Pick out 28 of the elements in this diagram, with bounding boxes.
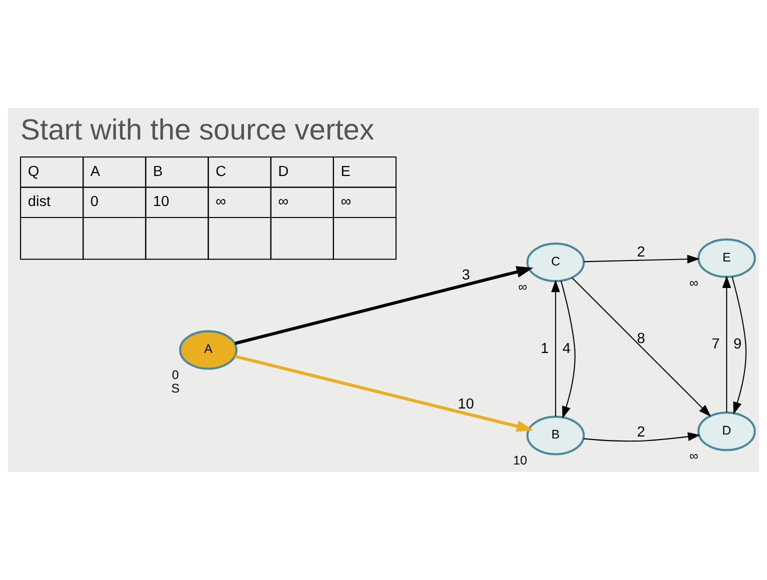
label: dist [28, 194, 51, 210]
diagram-title: Start with the source vertex [20, 114, 374, 147]
edge-label: 1 [540, 340, 549, 357]
edge-label: 8 [637, 330, 646, 347]
node-label: ∞ [689, 276, 698, 290]
label: 10 [153, 194, 170, 210]
label: D [278, 164, 289, 180]
label: B [153, 164, 163, 180]
edge-label: 3 [462, 267, 470, 284]
edge-label: 7 [712, 336, 720, 353]
node-label: 0 [172, 368, 179, 382]
edge-label: 2 [637, 424, 646, 441]
label: ∞ [278, 194, 289, 210]
label: ∞ [340, 194, 352, 210]
node-label: S [171, 381, 180, 396]
label: 0 [90, 194, 99, 210]
edge-label: 10 [458, 396, 474, 413]
label: Q [28, 164, 40, 180]
node-label: 10 [513, 453, 528, 468]
edge-label: 9 [734, 336, 742, 353]
edge-label: 2 [637, 244, 646, 260]
node-label: ∞ [518, 280, 528, 294]
edge-label: 4 [562, 340, 571, 357]
label: C [216, 164, 226, 180]
node-label: ∞ [689, 449, 698, 464]
label: E [340, 164, 350, 180]
label: A [90, 164, 100, 180]
label: ∞ [216, 194, 226, 210]
